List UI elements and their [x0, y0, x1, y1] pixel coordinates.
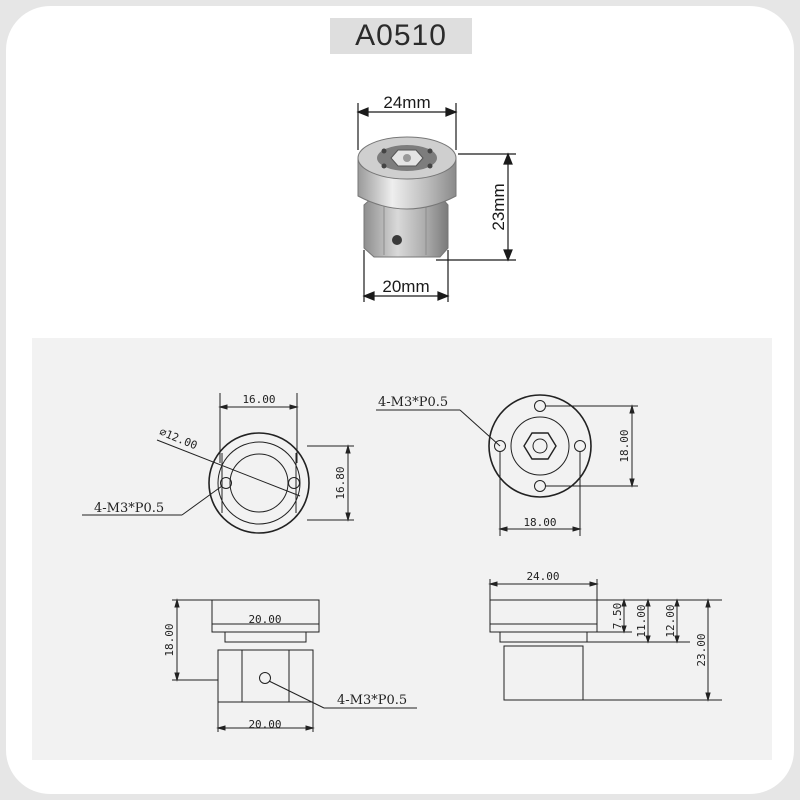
product-code-badge: A0510 [330, 18, 472, 54]
side-right-total-label: 23.00 [695, 633, 708, 666]
coupler-flange [357, 136, 457, 210]
rear-width-label: 18.00 [523, 516, 556, 529]
front-hole-right [288, 477, 300, 489]
set-screw-hole [392, 235, 402, 245]
technical-drawing-panel: 16.00 ⌀12.00 16.80 4-M3*P0.5 [32, 338, 772, 760]
side-view-left [172, 598, 417, 732]
rear-hole-note: 4-M3*P0.5 [378, 395, 448, 410]
rear-view [376, 394, 638, 536]
side-right-dim-b-label: 11.00 [635, 604, 648, 637]
rear-height-label: 18.00 [618, 429, 631, 462]
front-hole-note: 4-M3*P0.5 [94, 501, 164, 516]
side-left-bottom-width-label: 20.00 [248, 718, 281, 731]
photo-height-label: 23mm [489, 183, 508, 230]
side-left-top-width-label: 20.00 [248, 613, 281, 626]
side-left-hole [259, 672, 271, 684]
side-view-right [488, 579, 722, 702]
coupler-lower-body [363, 195, 449, 258]
side-right-dim-c-label: 12.00 [664, 604, 677, 637]
side-left-height-label: 18.00 [163, 623, 176, 656]
side-left-hole-note: 4-M3*P0.5 [337, 693, 407, 708]
technical-drawing: 16.00 ⌀12.00 16.80 4-M3*P0.5 [82, 393, 722, 732]
photo-dim-23 [436, 152, 516, 262]
side-right-top-width-label: 24.00 [526, 570, 559, 583]
front-view [82, 393, 354, 534]
side-right-dim-a-label: 7.50 [611, 603, 624, 630]
photo-width-bottom-label: 20mm [382, 277, 429, 296]
photo-dim-20 [362, 250, 450, 302]
product-photo: 24mm 23mm 20mm [356, 93, 516, 302]
front-height-label: 16.80 [334, 466, 347, 499]
photo-width-top-label: 24mm [383, 93, 430, 112]
front-hole-left [220, 477, 232, 489]
photo-dim-24 [356, 103, 458, 150]
front-width-label: 16.00 [242, 393, 275, 406]
